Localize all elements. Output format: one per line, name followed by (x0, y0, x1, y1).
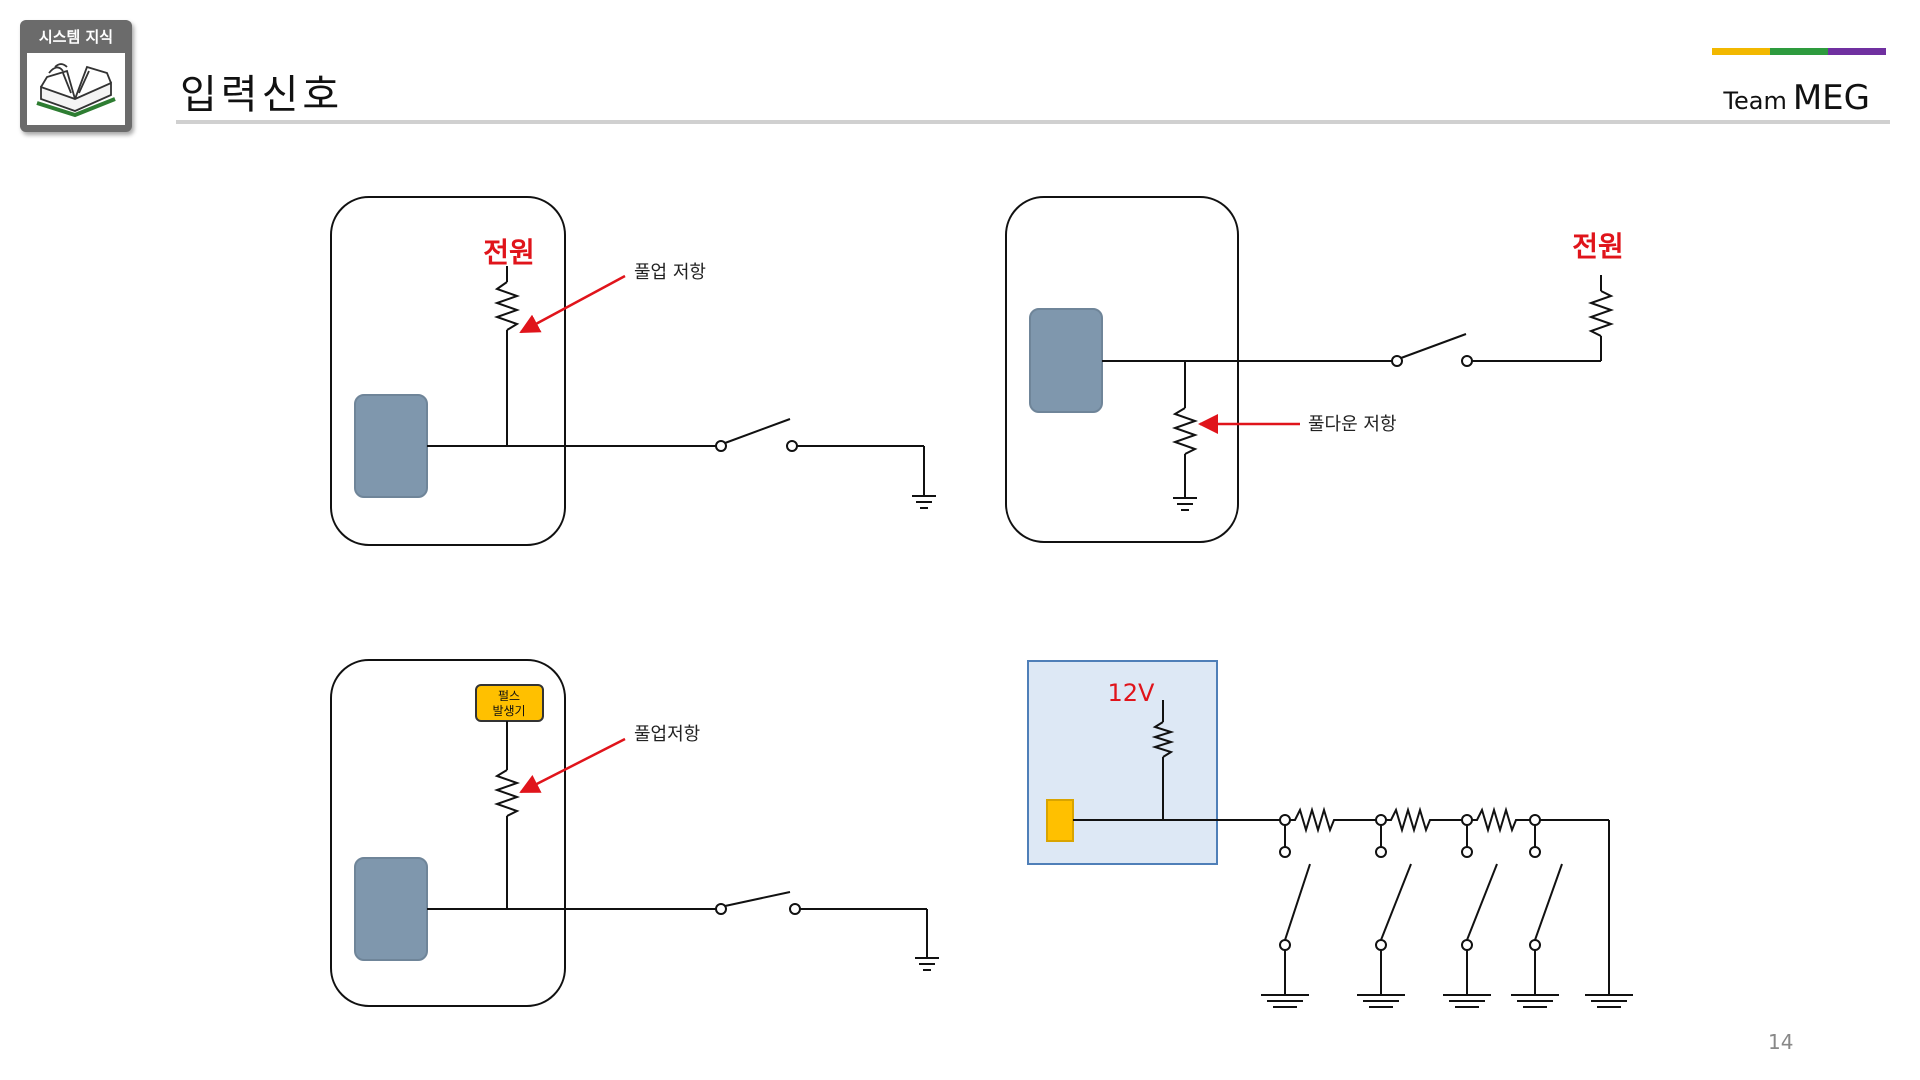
page-number: 14 (1768, 1030, 1794, 1054)
switch-icon (724, 891, 791, 907)
ladder-voltage-label: 12V (1108, 679, 1156, 707)
open-book-icon (27, 53, 125, 125)
brand-bar-yellow (1712, 48, 1770, 55)
pullup-resistor-label: 풀업 저항 (634, 262, 706, 283)
pulse-generator-box (475, 684, 544, 722)
pulldown-power-label: 전원 (1572, 230, 1624, 263)
pullup-circuit (330, 196, 936, 546)
ecu-chip (354, 394, 428, 498)
ground-icon (915, 957, 939, 971)
ground-icon (912, 495, 936, 509)
ground-icon (1443, 994, 1491, 1008)
pulldown-circuit (1005, 196, 1615, 543)
resistor-icon (1171, 407, 1199, 455)
resistor-icon (493, 769, 521, 817)
pulse-resistor-label: 풀업저항 (634, 724, 700, 745)
brand-big: MEG (1792, 78, 1870, 118)
arrow-icon (519, 274, 626, 334)
title-divider (176, 120, 1890, 124)
brand-small: Team (1723, 87, 1787, 115)
switch-icon (724, 418, 791, 444)
ground-icon (1173, 497, 1197, 511)
pulse-circuit (330, 659, 939, 1007)
ecu-input-pin (1046, 799, 1074, 842)
arrow-icon (519, 737, 626, 794)
pulse-generator-label-1: 펄스 (498, 689, 520, 703)
switch-contact (1391, 355, 1403, 367)
switch-contact (715, 903, 727, 915)
resistor-icon (493, 281, 521, 331)
pulldown-resistor-label: 풀다운 저항 (1308, 414, 1397, 435)
brand-bar-green (1770, 48, 1828, 55)
ecu-housing (330, 659, 566, 1007)
ecu-housing (330, 196, 566, 546)
ground-icon (1261, 994, 1309, 1008)
switch-icon (1284, 863, 1311, 941)
ecu-housing (1005, 196, 1239, 543)
badge-label: 시스템 지식 (38, 28, 114, 46)
switch-icon (1466, 863, 1498, 941)
pullup-power-label: 전원 (483, 236, 535, 269)
section-badge: 시스템 지식 (20, 20, 132, 132)
switch-contact (715, 440, 727, 452)
switch-icon (1380, 863, 1412, 941)
ecu-chip (354, 857, 428, 961)
pulse-generator-label-2: 발생기 (492, 704, 525, 718)
switch-contact (789, 903, 801, 915)
ground-icon (1585, 994, 1633, 1008)
resistor-icon (1587, 290, 1615, 337)
ground-icon (1511, 994, 1559, 1008)
switch-contact (1461, 355, 1473, 367)
page-title: 입력신호 (180, 72, 344, 118)
brand-bar-purple (1828, 48, 1886, 55)
resistor-icon (1151, 721, 1175, 758)
switch-icon (1400, 333, 1467, 359)
ecu-chip (1029, 308, 1103, 413)
switch-contact (786, 440, 798, 452)
switch-icon (1534, 863, 1563, 941)
ground-icon (1357, 994, 1405, 1008)
ladder-circuit (1027, 660, 1633, 1008)
